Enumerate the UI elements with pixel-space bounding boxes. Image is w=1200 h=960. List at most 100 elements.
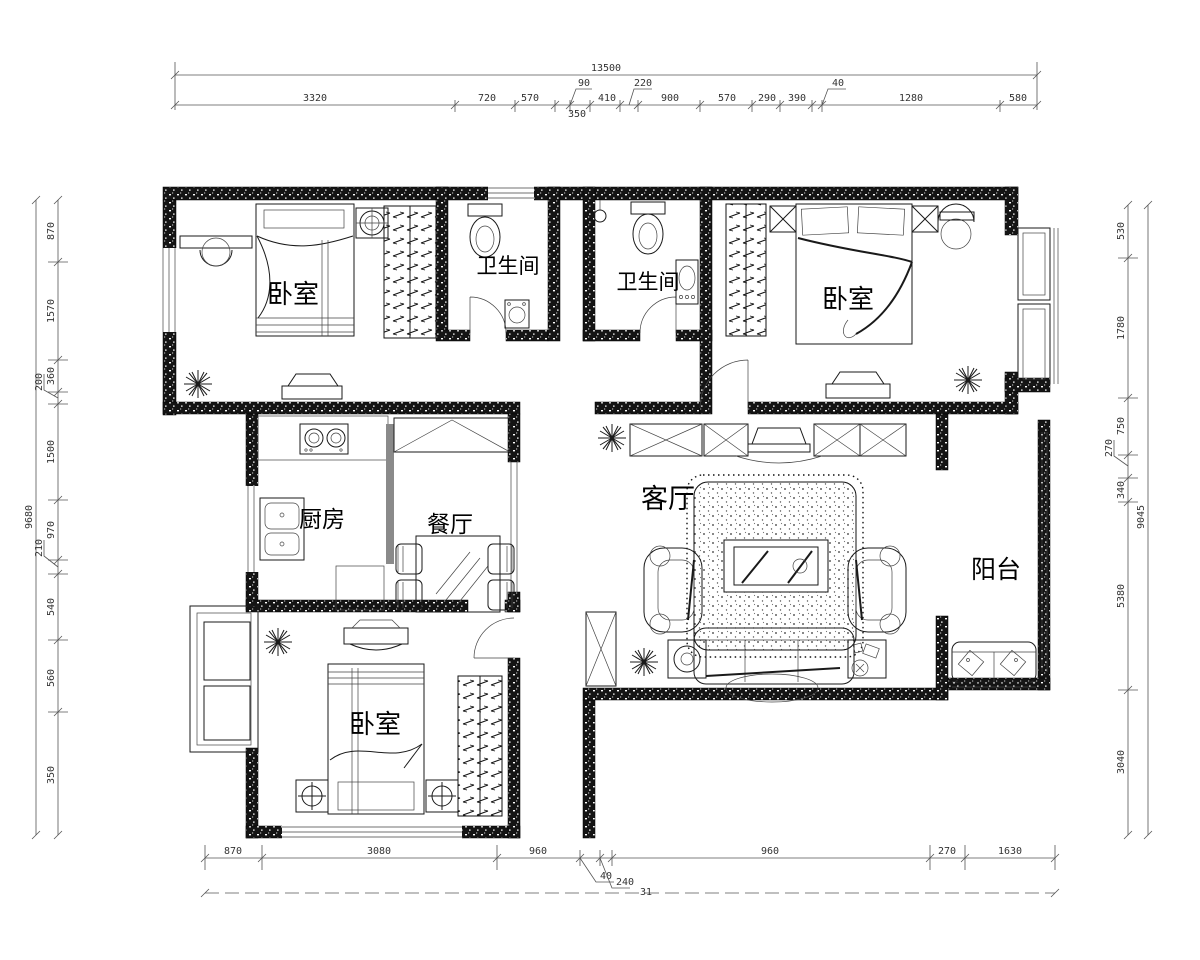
toilet [630,201,666,255]
dim-bottom-0: 870 [224,846,242,857]
sink [259,497,305,561]
chair [487,579,515,611]
dimension-chain-left: 9680 870 1570 360 200 1500 970 210 540 5… [24,195,68,840]
dim-right-3: 270 [1104,439,1115,457]
bed [795,203,913,345]
nightstand-lamp [425,779,459,813]
dresser [281,373,343,400]
room-balcony: 阳台 [951,555,1037,683]
left-bay-window [189,605,259,753]
dim-top-11: 40 [832,78,844,89]
dim-top-overall: 13500 [591,63,621,74]
bath2-label: 卫生间 [617,270,680,294]
dim-right-5: 5380 [1116,584,1127,608]
side-table-gadgets [847,639,887,679]
wardrobe [383,205,437,339]
dim-left-9: 350 [46,766,57,784]
dim-top-12: 1280 [899,93,923,104]
nightstand-lamp [911,205,939,233]
bedroom2-label: 卧室 [822,285,874,315]
coffee-table [723,539,829,593]
window-balcony-right [1041,432,1048,672]
living-label: 客厅 [641,484,695,515]
dim-top-13: 580 [1009,93,1027,104]
dim-right-1: 1780 [1116,316,1127,340]
dim-top-8: 570 [718,93,736,104]
dim-left-0: 870 [46,222,57,240]
sink [675,259,699,305]
room-bedroom2: 卧室 [725,203,983,399]
dim-right-overall: 9045 [1136,505,1147,529]
room-kitchen: 厨房 [257,415,394,611]
sofa [693,627,855,703]
dim-left-5: 970 [46,521,57,539]
bath1-label: 卫生间 [477,254,540,278]
plant-icon [953,365,983,395]
dim-left-6: 210 [34,539,45,557]
dim-left-overall: 9680 [24,505,35,529]
window-bedroom1-left [160,248,179,332]
plant-icon [597,423,627,453]
dim-right-6: 3040 [1116,750,1127,774]
dim-top-5: 410 [598,93,616,104]
plant-icon [629,647,659,677]
tv-cabinet [629,423,907,457]
windows [160,185,1048,840]
dim-top-7: 900 [661,93,679,104]
right-bay-window [1017,227,1059,385]
tv [735,427,823,464]
room-bedroom3: 卧室 [263,619,503,817]
room-bath2: 卫生间 [617,201,699,305]
plant-icon [263,627,293,657]
dim-bottom-1: 3080 [367,846,391,857]
doors [469,200,749,659]
room-dining: 餐厅 [393,417,515,613]
cabinet [335,565,385,611]
dim-bottom-2: 960 [529,846,547,857]
dim-bottom-4: 240 [616,877,634,888]
door-bedroom3 [473,617,515,659]
bedroom1-label: 卧室 [267,280,319,310]
dim-left-2: 360 [46,367,57,385]
dresser [343,619,409,651]
chair [487,543,515,575]
door-bath1 [469,296,507,334]
bedroom3-label: 卧室 [349,710,401,740]
dim-left-3: 200 [34,373,45,391]
ceiling-light [355,207,389,239]
armchair-left [643,545,703,635]
nightstand-lamp [295,779,329,813]
window-dining-right [510,462,518,592]
dim-top-9: 290 [758,93,776,104]
dresser [825,371,891,399]
dim-bottom-6: 270 [938,846,956,857]
dim-right-0: 530 [1116,222,1127,240]
dimension-chain-top: 13500 3320 720 570 90 350 410 220 900 57… [170,62,1042,120]
armchair-right [847,545,907,635]
window-bath1-top [488,185,534,202]
chair [395,543,423,575]
dim-bottom-extra: 31 [640,887,652,898]
dimension-chain-right: 530 1780 750 270 340 5380 3040 9045 [1104,200,1153,840]
upper-cabinet [393,417,511,453]
room-bath1: 卫生间 [467,203,540,329]
dim-right-2: 750 [1116,417,1127,435]
plant-icon [183,369,213,399]
dim-top-1: 720 [478,93,496,104]
door-bedroom2 [699,359,749,409]
dim-left-7: 540 [46,598,57,616]
dim-bottom-7: 1630 [998,846,1022,857]
shoe-cabinet [585,611,617,687]
stove [299,423,349,455]
side-table-lamp [667,639,707,679]
kitchen-label: 厨房 [299,507,345,533]
dim-left-4: 1500 [46,440,57,464]
entry-lamp-symbol [593,209,607,223]
window-kitchen-left [244,486,260,572]
toilet [467,203,503,258]
nightstand-lamp [769,205,797,233]
dim-left-8: 560 [46,669,57,687]
room-living: 客厅 [585,423,907,703]
washing-machine [504,299,530,329]
